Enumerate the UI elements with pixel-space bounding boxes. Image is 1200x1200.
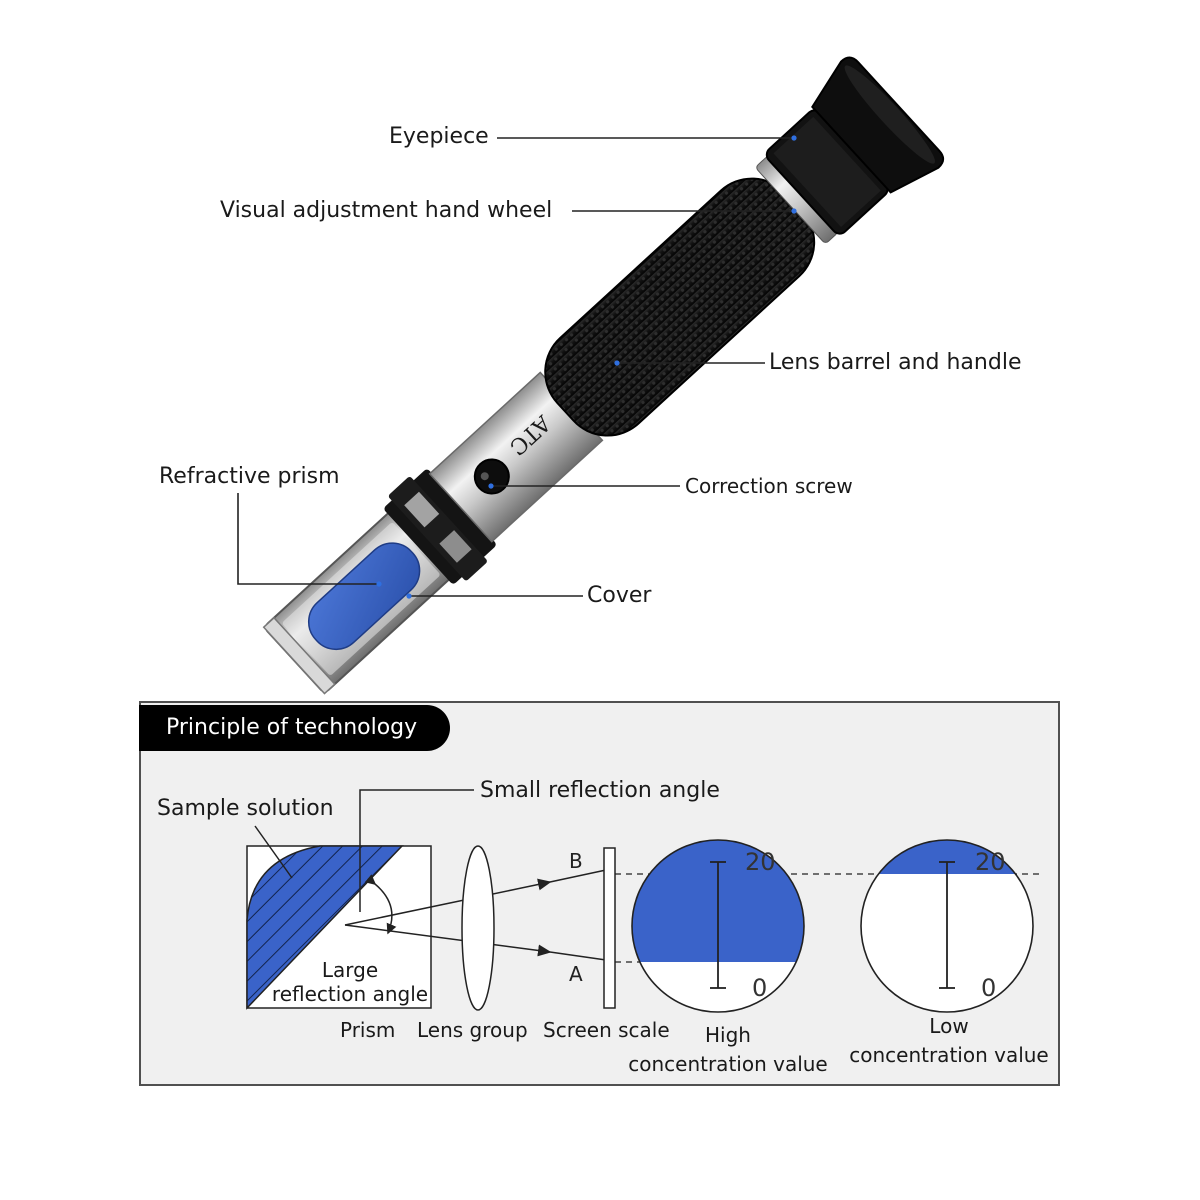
small-angle-leader <box>359 789 474 912</box>
refractometer-illustration: ATC <box>237 53 947 695</box>
principle-title: Principle of technology <box>139 705 450 751</box>
eyepiece[interactable] <box>803 53 947 202</box>
light-rays <box>344 869 607 961</box>
callout-lines <box>237 137 793 597</box>
caption-lens-group: Lens group <box>417 1018 528 1042</box>
high-line2: concentration value <box>628 1052 828 1076</box>
refractometer-body: ATC <box>262 53 947 695</box>
label-lens-barrel: Lens barrel and handle <box>769 350 1022 375</box>
caption-screen-scale: Screen scale <box>543 1018 670 1042</box>
low-line1: Low <box>929 1014 969 1038</box>
label-sample-solution: Sample solution <box>157 796 334 821</box>
caption-prism: Prism <box>340 1018 396 1042</box>
refractive-prism-window <box>307 542 421 651</box>
correction-screw[interactable] <box>468 453 516 501</box>
low-scale-top: 20 <box>975 848 1006 876</box>
label-eyepiece: Eyepiece <box>389 124 489 149</box>
label-refractive-prism: Refractive prism <box>159 464 340 489</box>
label-hand-wheel: Visual adjustment hand wheel <box>220 198 553 223</box>
prism-box <box>246 845 432 1010</box>
sample-solution-region <box>246 845 404 1010</box>
caption-high-concentration: High concentration value <box>623 1021 833 1079</box>
prism-cover <box>262 510 453 695</box>
label-cover: Cover <box>587 583 652 608</box>
lens-group <box>461 845 495 1011</box>
high-line1: High <box>705 1023 751 1047</box>
point-a-label: A <box>569 962 583 986</box>
high-scale-bottom: 0 <box>752 974 767 1002</box>
label-correction-screw: Correction screw <box>685 474 853 498</box>
large-angle-line1: Large <box>321 958 379 982</box>
caption-low-concentration: Low concentration value <box>842 1012 1056 1070</box>
label-small-reflection-angle: Small reflection angle <box>480 778 720 803</box>
high-concentration-view <box>631 839 805 1013</box>
low-concentration-view <box>860 839 1034 1013</box>
callout-dots <box>376 135 797 599</box>
hinge-block <box>384 469 496 584</box>
label-large-reflection-angle: Large reflection angle <box>270 958 430 1006</box>
high-scale-top: 20 <box>745 848 776 876</box>
low-scale-bottom: 0 <box>981 974 996 1002</box>
point-b-label: B <box>569 849 583 873</box>
low-line2: concentration value <box>849 1043 1049 1067</box>
large-angle-line2: reflection angle <box>271 982 429 1006</box>
screen-scale <box>603 847 616 1009</box>
sample-solution-pointer <box>254 825 293 879</box>
